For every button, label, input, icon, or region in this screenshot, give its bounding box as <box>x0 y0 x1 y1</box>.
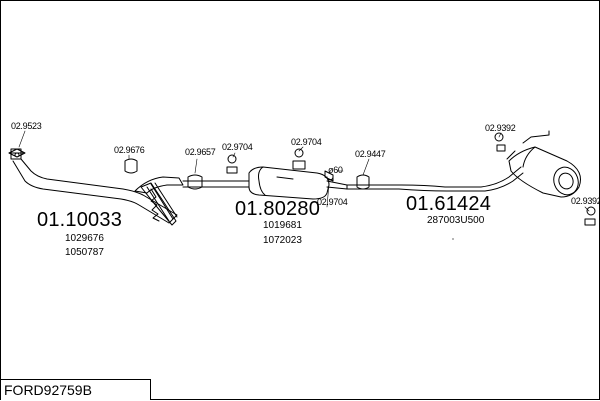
centre-muffler <box>182 166 348 200</box>
rear-silencer-code: 01.61424 <box>406 193 492 215</box>
rear-silencer <box>346 130 581 198</box>
front-pipe-code: 01.10033 <box>37 209 123 231</box>
accessory-label: 02.9392 <box>485 123 516 133</box>
accessory-label: 02.9657 <box>185 147 216 157</box>
accessory-label: 02.9447 <box>355 149 386 159</box>
stray-dot <box>452 238 454 240</box>
centre-muffler-ref-2: 1072023 <box>263 235 302 246</box>
accessory-label: 02.9676 <box>114 145 145 155</box>
dimension-label: ø60 <box>328 165 343 175</box>
rear-silencer-ref-1: 287003U500 <box>427 215 485 226</box>
accessory-label: 02.9392 <box>571 196 600 206</box>
leader-lines <box>18 130 590 212</box>
centre-muffler-ref-1: 1019681 <box>263 220 302 231</box>
centre-muffler-code: 01.80280 <box>235 198 321 220</box>
front-pipe-ref-1: 1029676 <box>65 233 104 244</box>
accessory-label: 02.9704 <box>317 197 348 207</box>
drawing-title: FORD92759B <box>1 379 151 400</box>
accessory-label: 02.9704 <box>222 142 253 152</box>
accessory-label: 02.9523 <box>11 121 42 131</box>
accessory-label: 02.9704 <box>291 137 322 147</box>
front-pipe-ref-2: 1050787 <box>65 247 104 258</box>
front-pipe <box>8 148 184 226</box>
